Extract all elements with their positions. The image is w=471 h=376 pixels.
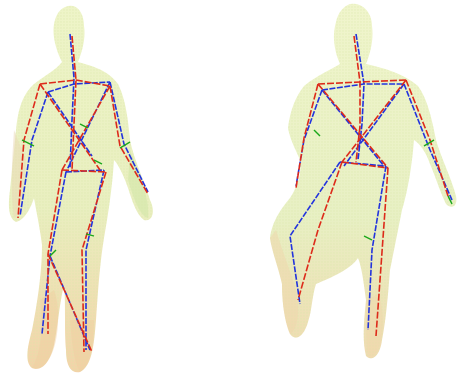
right-point-cloud bbox=[270, 4, 456, 359]
left-point-cloud bbox=[9, 6, 153, 373]
